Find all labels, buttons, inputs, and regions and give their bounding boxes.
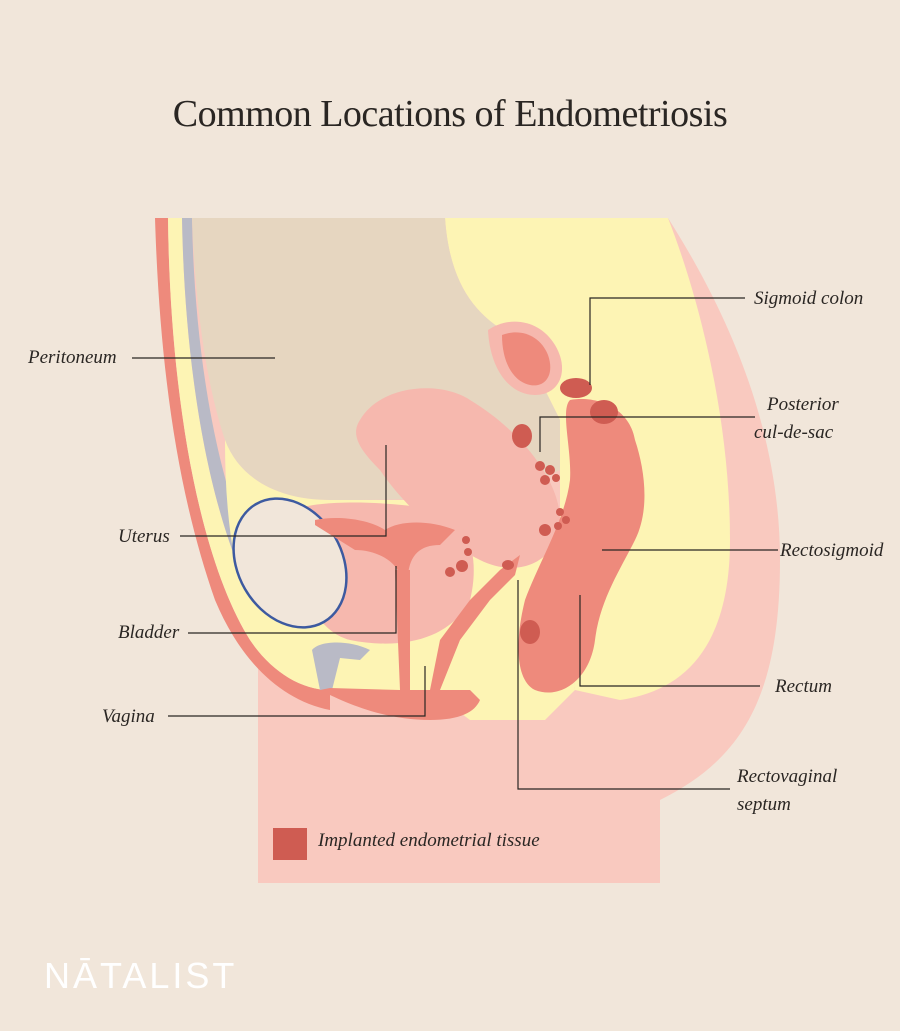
implant-dot [552,474,560,482]
implant-dot [539,524,551,536]
implant-sigmoid [560,378,592,398]
label-bladder: Bladder [118,622,180,643]
leader-sigmoid [589,297,745,385]
implant-cul-de-sac [512,424,532,448]
implant-dot [540,475,550,485]
leader-lines [132,297,778,790]
label-sigmoid-colon: Sigmoid colon [754,288,864,309]
implant-dot [445,567,455,577]
label-posterior: Posterior [767,394,839,415]
implant-dot [562,516,570,524]
leader-vagina [168,666,426,717]
sigmoid-loop-inner [502,332,551,386]
implant-septum [502,560,514,570]
label-rectum: Rectum [775,676,832,697]
label-cul-de-sac: cul-de-sac [754,422,834,443]
rectum-tube [518,399,645,693]
legend-label: Implanted endometrial tissue [318,830,540,851]
uterine-cavity [315,518,455,575]
page-title: Common Locations of Endometriosis [172,93,728,135]
endometrial-implants [445,378,618,644]
implant-dot [554,522,562,530]
implant-colon [590,400,618,424]
leader-cul-de-sac [539,416,755,452]
implant-dot [535,461,545,471]
label-rectovaginal: Rectovaginal [737,766,838,787]
label-uterus: Uterus [118,526,170,547]
uterus-shape [356,388,560,568]
pubic-bone [312,642,370,690]
implant-dot [556,508,564,516]
label-septum: septum [737,794,791,815]
label-peritoneum: Peritoneum [28,347,117,368]
legend-swatch [273,828,307,860]
perineum [320,688,480,720]
leader-rectum [579,595,760,687]
brand-logo: NĀTALIST [44,955,238,996]
leader-rectovaginal [517,580,730,790]
implant-dot [464,548,472,556]
leader-uterus [180,445,387,537]
abdominal-wall-fat [168,218,335,690]
implant-dot [456,560,468,572]
abdominal-wall-outer [155,218,330,710]
vagina-canal [395,570,410,690]
implant-dot [545,465,555,475]
label-vagina: Vagina [102,706,155,727]
label-rectosigmoid: Rectosigmoid [780,540,884,561]
implant-rectum [520,620,540,644]
implant-dot [462,536,470,544]
rectovaginal-septum-shape [430,555,520,690]
leader-bladder [188,566,397,634]
